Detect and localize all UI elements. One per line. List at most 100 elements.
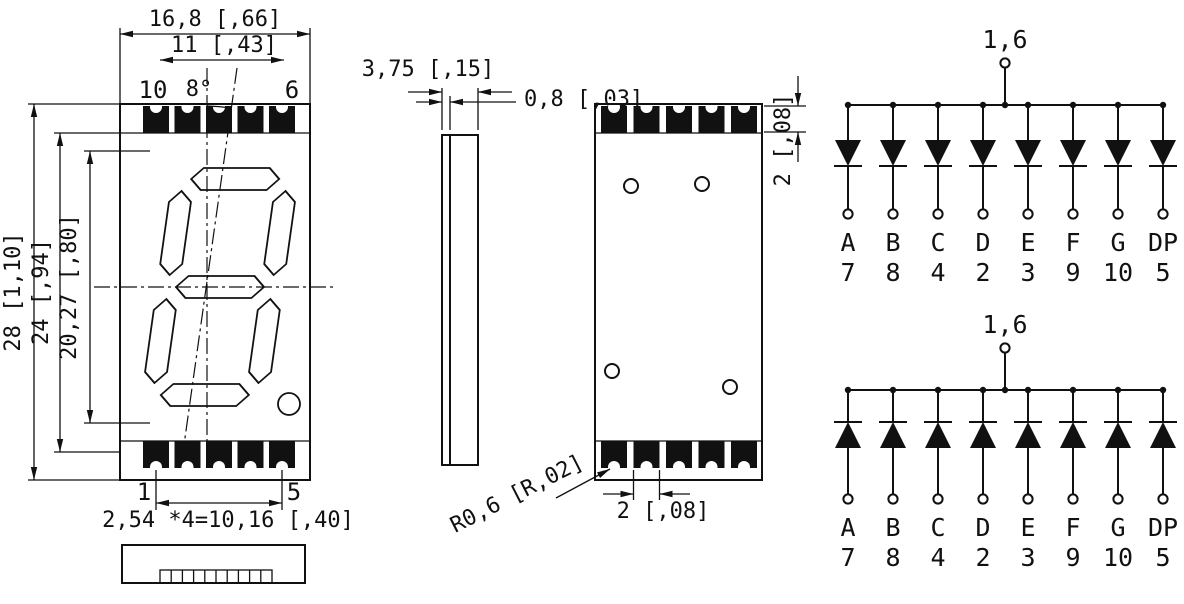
pad: [601, 441, 627, 473]
side-outline: [441, 134, 479, 466]
alignment-hole: [604, 363, 620, 379]
diode-branch: [878, 385, 908, 505]
pin-number: 2: [975, 258, 990, 287]
segment-label: D: [975, 513, 990, 542]
segment-label: C: [930, 513, 945, 542]
back-bottom-pads: [601, 441, 757, 473]
segment-label: G: [1110, 228, 1125, 257]
dim-overall-width-label: 16,8 [,66]: [149, 7, 281, 32]
segment-label: B: [885, 513, 900, 542]
diode-branch: [1103, 100, 1133, 220]
diode-branch: [923, 385, 953, 505]
segment-label: C: [930, 228, 945, 257]
segment-label: A: [840, 228, 855, 257]
angle-arc: [206, 105, 232, 109]
diode-branch: [968, 385, 998, 505]
front-bottom-pads: [143, 441, 295, 473]
pin-number: 4: [930, 258, 945, 287]
diode-branch: [1148, 385, 1178, 505]
segment-label: B: [885, 228, 900, 257]
diode-branch: [1148, 100, 1178, 220]
pad: [269, 101, 295, 133]
diode-branch: [968, 100, 998, 220]
pin-number: 9: [1065, 543, 1080, 572]
dim-thickness-label: 3,75 [,15]: [362, 57, 494, 82]
pad: [174, 101, 201, 133]
pin-number: 10: [1103, 258, 1133, 287]
back-outline: [594, 103, 763, 481]
front-view: 16,8 [,66] 11 [,43] 8° 10 6 28 [1,10] 24…: [1, 7, 354, 533]
pad: [666, 441, 692, 473]
pin-5-label: 5: [287, 478, 301, 506]
front-bottom-dimensions: 1 5 2,54 *4=10,16 [,40]: [102, 470, 354, 533]
dim-pad-span-label: 24 [,94]: [29, 239, 54, 345]
pad: [237, 441, 264, 473]
pin-number: 9: [1065, 258, 1080, 287]
pad: [731, 441, 757, 473]
pad: [143, 101, 169, 133]
decimal-point: [277, 392, 301, 416]
pin-10-label: 10: [139, 76, 168, 104]
segment-label: DP: [1148, 513, 1178, 542]
dim-digit-width-label: 11 [,43]: [171, 33, 277, 58]
schematic-common-cathode: 1,6 A B C D E F G DP 7 8 4 2 3 9 10 5: [833, 310, 1178, 572]
pin-number: 3: [1020, 543, 1035, 572]
pad: [698, 441, 725, 473]
pad: [237, 101, 264, 133]
pin-number: 8: [885, 543, 900, 572]
dim-pin-pitch-label: 2,54 *4=10,16 [,40]: [102, 508, 354, 533]
diode-branch: [923, 100, 953, 220]
pad: [666, 101, 692, 133]
pin-number: 2: [975, 543, 990, 572]
segment-e: [144, 297, 177, 385]
dim-digit-height-label: 20,27 [,80]: [57, 214, 82, 360]
common-pin-label: 1,6: [982, 310, 1027, 339]
diode-branch: [878, 100, 908, 220]
pad: [143, 441, 169, 473]
pin-number: 10: [1103, 543, 1133, 572]
pad: [698, 101, 725, 133]
common-pin-label: 1,6: [982, 25, 1027, 54]
pin-number: 5: [1155, 543, 1170, 572]
front-left-dimensions: 28 [1,10] 24 [,94] 20,27 [,80]: [1, 103, 150, 481]
alignment-hole: [623, 178, 639, 194]
segment-f: [159, 189, 192, 277]
alignment-hole: [694, 176, 710, 192]
segment-label: A: [840, 513, 855, 542]
common-terminal: [999, 57, 1011, 69]
diode-branch: [833, 385, 863, 505]
segment-label: E: [1020, 228, 1035, 257]
pin-number: 7: [840, 258, 855, 287]
common-terminal: [999, 342, 1011, 354]
diode-branch: [1058, 100, 1088, 220]
pad: [633, 441, 660, 473]
pin-number: 3: [1020, 258, 1035, 287]
segment-label: D: [975, 228, 990, 257]
pin-6-label: 6: [285, 76, 299, 104]
segment-b: [263, 189, 296, 277]
leader-line: [555, 468, 611, 499]
segment-label: DP: [1148, 228, 1178, 257]
pad: [269, 441, 295, 473]
pin-number: 4: [930, 543, 945, 572]
dim-overall-height-label: 28 [1,10]: [1, 232, 26, 351]
package-outline: [119, 103, 311, 481]
front-top-dimensions: 16,8 [,66] 11 [,43] 8° 10 6: [119, 7, 311, 104]
diode-branch: [1103, 385, 1133, 505]
dim-pad-height-label: 2 [,08]: [771, 94, 796, 187]
front-top-pads: [143, 101, 295, 133]
pin-1-label: 1: [137, 478, 151, 506]
segment-label: F: [1065, 513, 1080, 542]
segment-label: G: [1110, 513, 1125, 542]
dim-pad-width-label: 2 [,08]: [617, 499, 710, 524]
pin-number: 8: [885, 258, 900, 287]
tilt-axis-line: [181, 67, 238, 463]
pad-radius-note-label: R0,6 [R,02]: [446, 450, 587, 538]
diode-branch: [1058, 385, 1088, 505]
schematic-common-anode: 1,6 A B C D E F G DP 7 8 4 2 3 9 10 5: [833, 25, 1178, 287]
segment-label: E: [1020, 513, 1035, 542]
bottom-view: [121, 544, 306, 584]
pad: [206, 441, 232, 473]
pad: [731, 101, 757, 133]
